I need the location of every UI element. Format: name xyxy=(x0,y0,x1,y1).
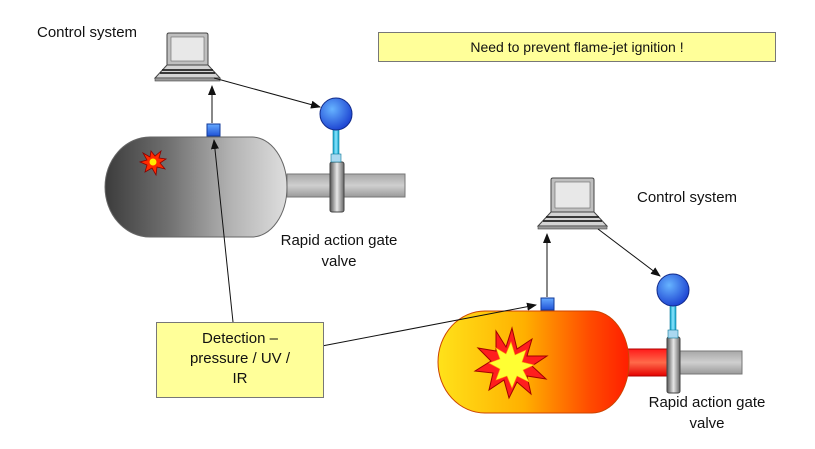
detection-line3: IR xyxy=(232,370,248,387)
laptop-icon xyxy=(153,32,222,82)
detection-line1: Detection – xyxy=(202,330,278,347)
top-valve-label-line2: valve xyxy=(321,253,357,270)
top-vessel xyxy=(104,136,288,238)
detection-to-bottom-sensor-line xyxy=(321,302,537,347)
top-pipe xyxy=(286,173,406,198)
sensor-icon xyxy=(540,297,555,311)
warning-note: Need to prevent flame-jet ignition ! xyxy=(378,32,776,62)
top-valve-label: Rapid action gate valve xyxy=(266,230,412,272)
controller-to-valve-arrow xyxy=(213,77,321,109)
pressure-gauge-icon xyxy=(319,97,353,131)
bottom-valve-label-line1: Rapid action gate xyxy=(648,394,766,411)
top-gauge-stem xyxy=(332,127,340,159)
bottom-valve-label-line2: valve xyxy=(689,415,725,432)
sensor-icon xyxy=(206,123,221,137)
bottom-valve-flange xyxy=(666,336,681,394)
detection-callout: Detection – pressure / UV / IR xyxy=(156,322,324,398)
top-control-system-label: Control system xyxy=(37,24,138,41)
controller-to-valve-arrow xyxy=(597,228,661,277)
bottom-gauge-stem xyxy=(669,304,677,334)
top-valve-flange xyxy=(329,161,345,213)
bottom-control-system-label: Control system xyxy=(637,189,738,206)
top-valve-label-line1: Rapid action gate xyxy=(280,232,398,249)
detection-line2: pressure / UV / xyxy=(189,350,291,367)
laptop-icon xyxy=(536,177,609,230)
bottom-pipe xyxy=(675,350,743,375)
pressure-gauge-icon xyxy=(656,273,690,307)
detection-to-top-sensor-line xyxy=(210,139,234,323)
bottom-valve-label: Rapid action gate valve xyxy=(634,392,780,434)
bottom-flame-jet-pipe xyxy=(623,348,673,377)
